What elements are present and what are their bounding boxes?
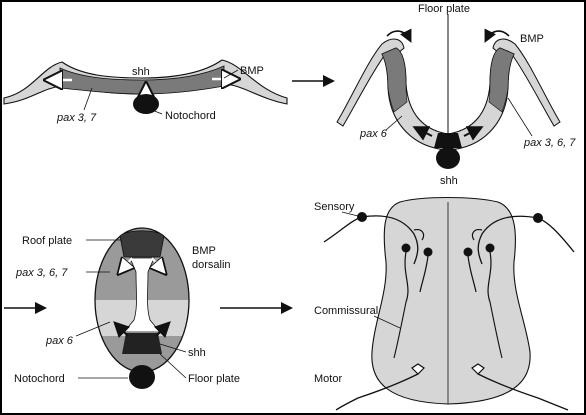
- shh-arrow-left: [412, 126, 433, 141]
- panel-neural-groove: Floor plate BMP pax 6 pax 3, 6, 7 shh: [336, 3, 576, 187]
- shh-arrow-c-left: [113, 321, 131, 339]
- notochord-circle: [133, 94, 159, 114]
- label-commissural: Commissural: [314, 305, 378, 317]
- tube-notochord: [129, 365, 155, 389]
- label-notochord: Notochord: [165, 110, 216, 122]
- label-floor-plate-c: Floor plate: [188, 373, 240, 385]
- panel-neural-tube: Roof plate BMP dorsalin pax 3, 6, 7 pax …: [4, 227, 240, 389]
- groove-notochord: [436, 147, 460, 169]
- motor-soma-left: [411, 363, 425, 375]
- label-floor-plate-b: Floor plate: [418, 3, 470, 15]
- sensory-axon-left: [323, 215, 419, 265]
- label-bmp-c: BMP: [192, 245, 216, 257]
- motor-axon-right: [477, 373, 569, 411]
- label-roof-plate: Roof plate: [22, 235, 72, 247]
- label-pax367-b: pax 3, 6, 7: [523, 137, 576, 149]
- motor-soma-right: [471, 363, 485, 375]
- panel-neural-plate: shh BMP pax 3, 7 Notochord: [3, 59, 288, 124]
- label-bmp: BMP: [240, 65, 264, 77]
- label-sensory: Sensory: [314, 201, 355, 213]
- label-shh: shh: [132, 66, 150, 78]
- bmp-arrow-c-left: [120, 258, 132, 272]
- label-motor: Motor: [314, 373, 342, 385]
- shh-arrow-right: [463, 126, 484, 141]
- motor-axon-left: [335, 373, 419, 411]
- commissural-soma-left-1: [401, 243, 411, 253]
- groove-dark-right: [488, 47, 515, 113]
- label-pax6-c: pax 6: [45, 335, 74, 347]
- label-pax367-c: pax 3, 6, 7: [15, 267, 68, 279]
- bmp-arrow-c-right: [152, 258, 164, 272]
- groove-floor-plate: [434, 133, 462, 148]
- tube-roof-plate: [119, 230, 165, 258]
- commissural-soma-right-2: [463, 247, 473, 257]
- groove-dark-left: [381, 47, 408, 113]
- spinal-cord-outline: [371, 196, 531, 405]
- label-pax37: pax 3, 7: [56, 112, 97, 124]
- bmp-curve-right: [484, 28, 510, 43]
- commissural-soma-right-1: [485, 243, 495, 253]
- label-pax6-b: pax 6: [359, 128, 388, 140]
- sensory-axon-right: [477, 215, 575, 265]
- tube-floor-plate: [122, 333, 162, 354]
- shh-arrow-c-right: [153, 321, 171, 339]
- label-dorsalin: dorsalin: [192, 259, 231, 271]
- bmp-curve-left: [386, 28, 412, 43]
- commissural-soma-left-2: [423, 247, 433, 257]
- panel-spinal-cord: Sensory Commissural Motor: [314, 196, 575, 411]
- label-bmp-b: BMP: [520, 33, 544, 45]
- label-shh-b: shh: [440, 175, 458, 187]
- label-shh-c: shh: [188, 347, 206, 359]
- label-notochord-c: Notochord: [14, 373, 65, 385]
